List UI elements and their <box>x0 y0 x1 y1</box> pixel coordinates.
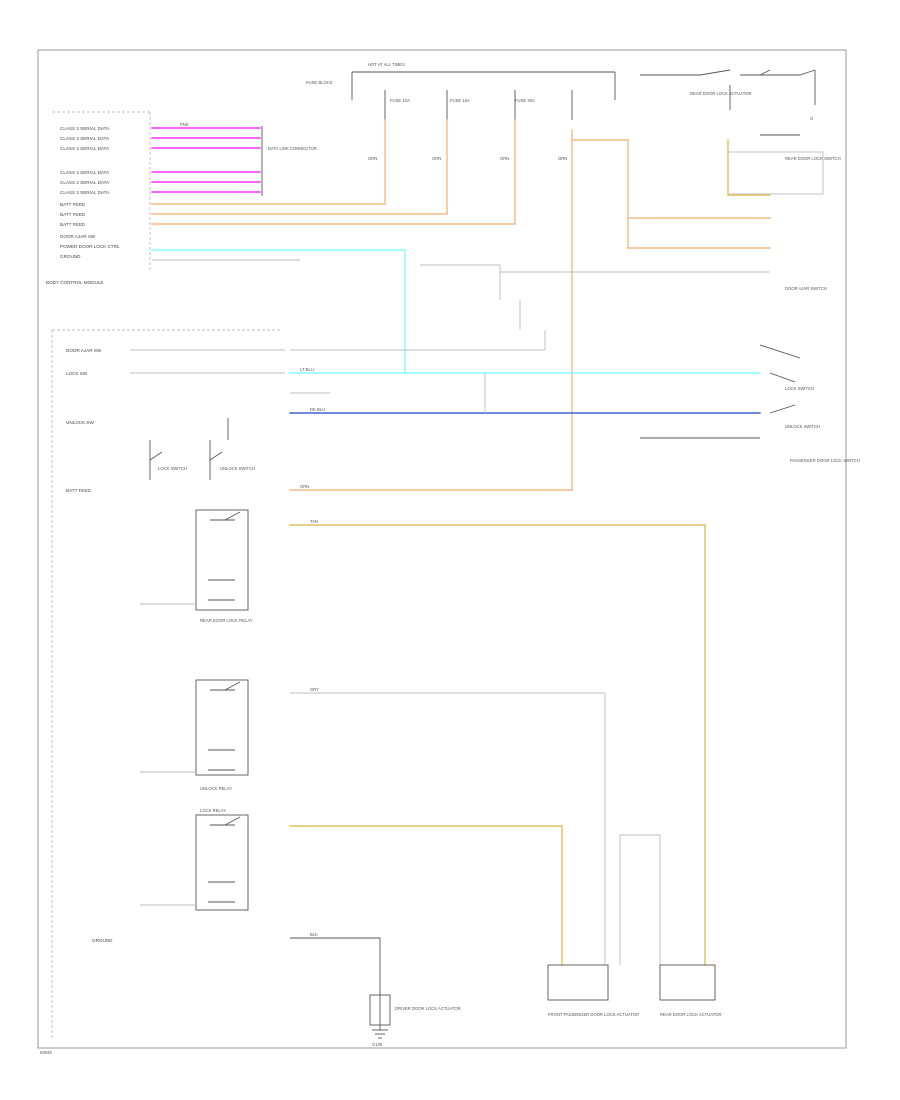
bcm-input-2: UNLOCK SW <box>66 420 94 425</box>
ground-g-label: G100 <box>372 1042 383 1047</box>
orange-wires: ORN <box>151 119 771 491</box>
diagram-frame <box>37 49 847 1049</box>
pink-wires: DATA LINK CONNECTOR PNK <box>151 122 317 196</box>
passenger-actuator: FRONT PASSENGER DOOR LOCK ACTUATOR <box>547 964 639 1017</box>
footer-code: 93948 <box>40 1050 52 1055</box>
left-label-7: BATT FEED <box>60 212 86 217</box>
bcm-input-3: BATT FEED <box>66 488 92 493</box>
fuse-label-1: FUSE 10A <box>390 98 410 103</box>
lock-sw-label: LOCK SWITCH <box>785 386 814 391</box>
left-label-8: BATT FEED <box>60 222 86 227</box>
ground-label: GROUND <box>92 938 113 943</box>
left-label-3: CLASS 2 SERIAL DATA <box>60 170 110 175</box>
left-label-9: DOOR AJAR SW <box>60 234 96 239</box>
left-label-0: CLASS 2 SERIAL DATA <box>60 126 110 131</box>
left-label-4: CLASS 2 SERIAL DATA <box>60 180 110 185</box>
relay-1: REAR DOOR LOCK RELAY <box>140 509 253 623</box>
fuse-label-3: FUSE 20A <box>515 98 535 103</box>
left-label-stack: CLASS 2 SERIAL DATA CLASS 2 SERIAL DATA … <box>46 126 120 285</box>
pnk-code: PNK <box>180 122 189 127</box>
driver-actuator-label: DRIVER DOOR LOCK ACTUATOR <box>395 1006 461 1011</box>
relay-label-2: LOCK RELAY <box>200 808 226 813</box>
left-label-2: CLASS 2 SERIAL DATA <box>60 146 110 151</box>
gry-code: GRY <box>310 687 319 692</box>
fuse-header: HOT AT ALL TIMES <box>368 62 405 67</box>
left-label-5: CLASS 2 SERIAL DATA <box>60 190 110 195</box>
body-module-label: BODY CONTROL MODULE <box>46 280 103 285</box>
fuse-wire-2: ORN <box>500 156 509 161</box>
switch-label-0: LOCK SWITCH <box>158 466 187 471</box>
dblu-code: DK BLU <box>310 407 325 412</box>
internal-switches: LOCK SWITCH UNLOCK SWITCH <box>149 418 255 480</box>
fuse-wire-3: ORN <box>558 156 567 161</box>
fuse-wire-0: ORN <box>368 156 377 161</box>
right-labels: DOOR AJAR SWITCH LOCK SWITCH UNLOCK SWIT… <box>759 286 860 463</box>
splice-label: DATA LINK CONNECTOR <box>268 146 317 151</box>
passenger-sw-label: PASSENGER DOOR LOCK SWITCH <box>790 458 860 463</box>
gray-wires: GRY <box>130 259 770 965</box>
fuse-label-2: FUSE 15A <box>450 98 470 103</box>
blue-wires: DK BLU <box>289 407 761 414</box>
bcm-boundary <box>51 111 280 1040</box>
passenger-actuator-label: FRONT PASSENGER DOOR LOCK ACTUATOR <box>548 1012 639 1017</box>
tan-code: TAN <box>310 519 318 524</box>
blk-code: BLK <box>310 932 318 937</box>
black-wires: BLK <box>290 437 760 1030</box>
unlock-sw-label: UNLOCK SWITCH <box>785 424 820 429</box>
org-code: ORN <box>300 484 309 489</box>
bcm-input-0: DOOR AJAR SW <box>66 348 102 353</box>
ground-symbol: GROUND G100 DRIVER DOOR LOCK ACTUATOR <box>92 938 461 1047</box>
relay-3: LOCK RELAY <box>140 808 249 911</box>
door-ajar-label: DOOR AJAR SWITCH <box>785 286 827 291</box>
relay-2: UNLOCK RELAY <box>140 679 249 791</box>
relay-label-0: REAR DOOR LOCK RELAY <box>200 618 253 623</box>
actuator-top-label: REAR DOOR LOCK ACTUATOR <box>690 91 752 96</box>
g-label: G <box>810 116 813 121</box>
left-label-6: BATT FEED <box>60 202 86 207</box>
rear-actuator: REAR DOOR LOCK ACTUATOR <box>659 964 722 1017</box>
fuse-label-0: FUSE BLOCK <box>306 80 333 85</box>
fuse-block: HOT AT ALL TIMES FUSE BLOCK FUSE 10A FUS… <box>306 62 616 161</box>
left-label-10: POWER DOOR LOCK CTRL <box>60 244 120 249</box>
bcm-inputs: DOOR AJAR SW LOCK SW UNLOCK SW BATT FEED <box>66 348 102 493</box>
relay-label-1: UNLOCK RELAY <box>200 786 232 791</box>
fuse-wire-1: ORN <box>432 156 441 161</box>
left-label-11: GROUND <box>60 254 81 259</box>
rear-actuator-label: REAR DOOR LOCK ACTUATOR <box>660 1012 722 1017</box>
bcm-input-1: LOCK SW <box>66 371 88 376</box>
lblu-code: LT BLU <box>300 367 314 372</box>
rear-actuator-block: REAR DOOR LOCK ACTUATOR G REAR DOOR LOCK… <box>640 69 841 195</box>
cyan-wires: LT BLU <box>151 249 761 374</box>
rear-lock-switch-label: REAR DOOR LOCK SWITCH <box>785 156 841 161</box>
switch-label-1: UNLOCK SWITCH <box>220 466 255 471</box>
left-label-1: CLASS 2 SERIAL DATA <box>60 136 110 141</box>
yellow-wires: TAN <box>289 139 771 966</box>
